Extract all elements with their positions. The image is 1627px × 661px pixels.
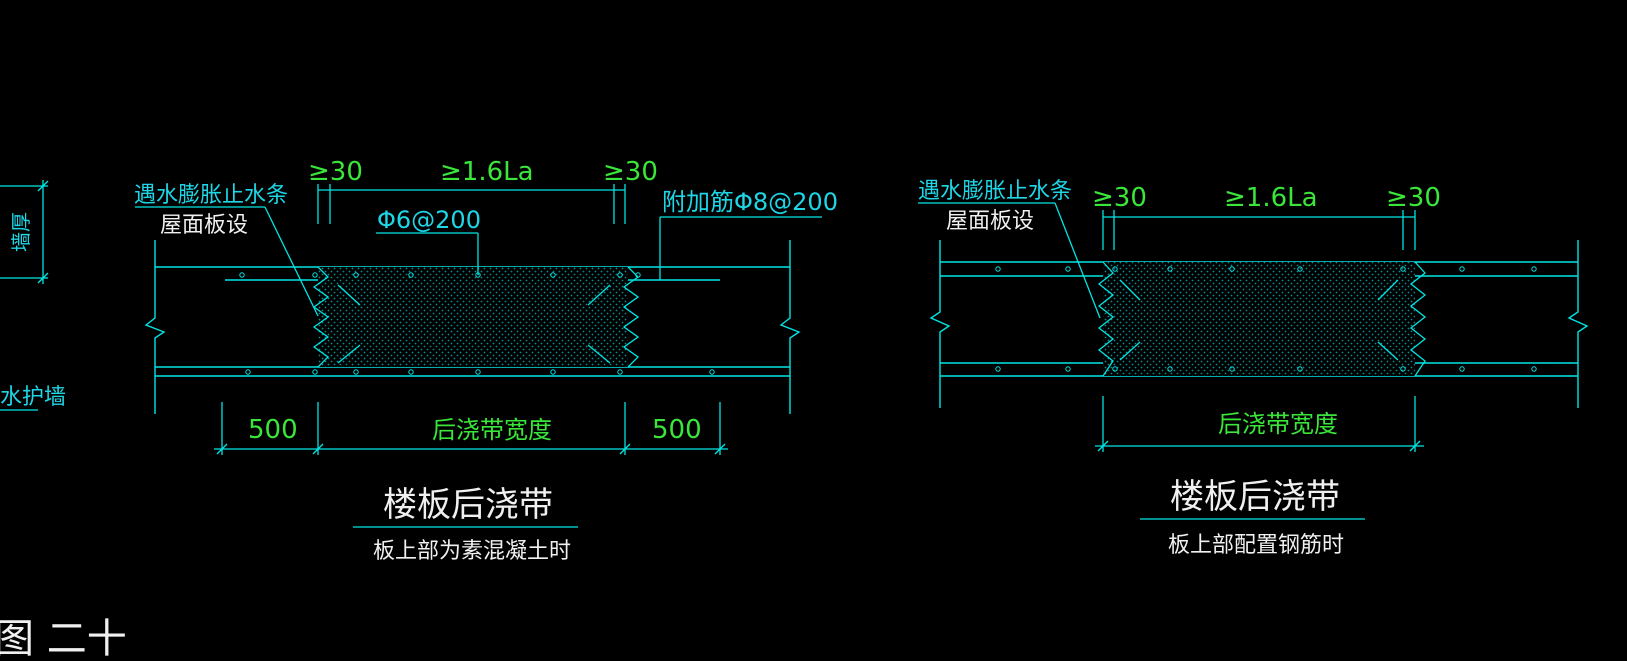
left-detail: ≥30 ≥1.6La ≥30 遇水膨胀止水条 屋面板设 Φ6@200 附加筋Φ8… (134, 157, 838, 564)
right-dim-bottom-band: 后浇带宽度 (1218, 410, 1338, 438)
right-detail-title: 楼板后浇带 (1170, 477, 1340, 517)
left-waterstop-sublabel: 屋面板设 (160, 213, 248, 238)
right-post-cast-band (1097, 261, 1427, 377)
right-detail-subtitle: 板上部配置钢筋时 (1168, 533, 1344, 558)
right-waterstop-leader (918, 202, 1101, 319)
right-dim-left-min: ≥30 (1092, 183, 1147, 213)
right-detail: ≥30 ≥1.6La ≥30 遇水膨胀止水条 屋面板设 后浇带宽度 楼板后浇带 … (918, 179, 1589, 558)
right-waterstop-sublabel: 屋面板设 (946, 209, 1034, 234)
figure-number-label: 图 二十 (0, 616, 127, 661)
left-dim-right-min: ≥30 (603, 157, 658, 187)
right-waterstop-label: 遇水膨胀止水条 (918, 179, 1072, 204)
right-bottom-dimension (1095, 396, 1424, 452)
left-post-cast-band (312, 266, 640, 368)
right-dim-right-min: ≥30 (1386, 183, 1441, 213)
right-dim-lap-length: ≥1.6La (1224, 183, 1318, 213)
left-extra-rebar-label: 附加筋Φ8@200 (662, 188, 838, 216)
guard-wall-label: 水护墙 (0, 385, 66, 410)
left-dim-bottom-left: 500 (248, 415, 298, 445)
left-waterstop-leader (135, 206, 319, 317)
left-detail-subtitle: 板上部为素混凝土时 (373, 539, 571, 564)
left-edge-fragment (0, 180, 49, 284)
left-dim-bottom-right: 500 (652, 415, 702, 445)
left-rebar-label: Φ6@200 (377, 206, 481, 234)
left-rebar-leader (376, 232, 479, 275)
left-top-dimension (317, 184, 626, 224)
wall-thickness-label: 墙厚 (9, 212, 33, 252)
left-bottom-dimension (214, 402, 728, 455)
left-rebar-dots (239, 272, 715, 375)
left-waterstop-label: 遇水膨胀止水条 (134, 183, 288, 208)
left-dim-left-min: ≥30 (308, 157, 363, 187)
left-dim-bottom-band: 后浇带宽度 (432, 416, 552, 444)
right-rebar-dots (995, 266, 1537, 372)
left-extra-rebar-leader (659, 216, 822, 280)
right-top-dimension (1102, 210, 1416, 250)
left-detail-title: 楼板后浇带 (383, 485, 553, 525)
left-dim-lap-length: ≥1.6La (440, 157, 534, 187)
